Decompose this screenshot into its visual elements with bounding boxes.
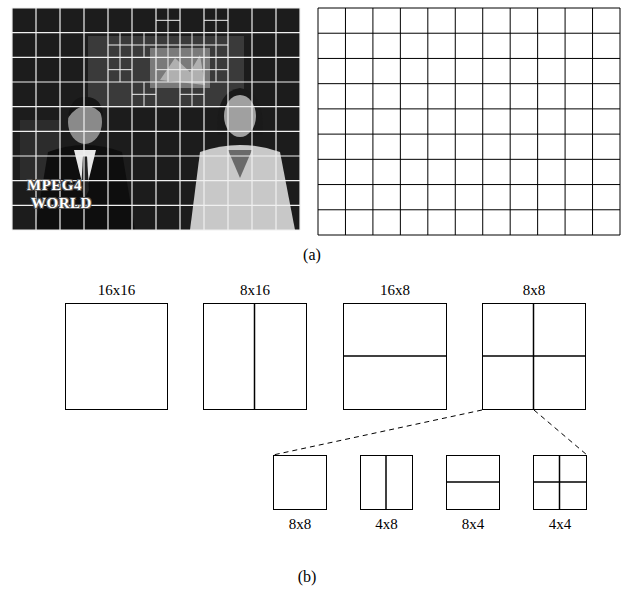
grid-line — [12, 7, 300, 8]
split-lines — [483, 304, 585, 409]
grid-line — [204, 69, 228, 70]
grid-line — [318, 184, 620, 185]
block-size-label: 8x8 — [483, 282, 585, 299]
grid-line — [203, 8, 204, 230]
grid-line — [204, 20, 228, 21]
man-tie — [81, 156, 89, 198]
split-line — [344, 355, 446, 357]
grid-line — [318, 8, 319, 235]
grid-line — [620, 8, 621, 235]
split-line — [447, 481, 499, 483]
man-hair — [68, 97, 103, 118]
grid-line — [318, 235, 620, 236]
grid-line — [131, 8, 132, 230]
grid-line — [275, 8, 276, 230]
block-size-label: 8x4 — [447, 516, 499, 533]
grid-line — [12, 131, 300, 132]
grid-line — [156, 45, 180, 46]
grid-line — [108, 69, 132, 70]
grid-line — [565, 8, 566, 235]
caption-overlay-text: WORLD — [31, 195, 92, 212]
caption-overlay-text: MPEG4 — [27, 177, 82, 194]
block-size-label: 16x8 — [344, 282, 446, 299]
grid-line — [400, 8, 401, 235]
grid-line — [251, 8, 252, 230]
split-lines — [447, 456, 499, 509]
partition-block: 16x8 — [343, 303, 447, 410]
grid-line — [318, 108, 620, 109]
photo-grid — [12, 8, 300, 230]
grid-line — [318, 8, 620, 9]
grid-line — [156, 69, 180, 70]
grid-line — [318, 58, 620, 59]
partition-block: 4x4 — [533, 455, 587, 510]
grid-line — [482, 8, 483, 235]
subfigure-label: (a) — [303, 246, 321, 264]
grid-line — [132, 45, 156, 46]
grid-line — [427, 8, 428, 235]
grid-line — [455, 8, 456, 235]
woman-neck — [228, 150, 252, 178]
split-lines — [534, 456, 586, 509]
grid-line — [180, 94, 204, 95]
grid-line — [12, 57, 300, 58]
grid-line — [180, 69, 204, 70]
split-lines — [66, 304, 167, 409]
grid-line — [204, 45, 228, 46]
grid-line — [318, 159, 620, 160]
woman-head — [224, 95, 256, 137]
grid-line — [318, 83, 620, 84]
monitor — [88, 36, 244, 108]
grid-line — [156, 20, 180, 21]
grid-line — [12, 229, 300, 230]
grid-line — [12, 106, 300, 107]
grid-line — [12, 155, 300, 156]
split-line — [385, 456, 387, 509]
grid-line — [318, 134, 620, 135]
dashed-leader — [534, 410, 587, 455]
grid-line — [537, 8, 538, 235]
grid-line — [179, 8, 180, 230]
plain-grid — [318, 8, 620, 235]
split-line — [483, 355, 585, 357]
dashed-leader — [273, 410, 482, 455]
grid-line — [180, 45, 204, 46]
partition-block: 8x4 — [446, 455, 500, 510]
split-lines — [274, 456, 326, 509]
block-size-label: 8x16 — [204, 282, 306, 299]
split-line — [534, 481, 586, 483]
block-size-label: 4x4 — [534, 516, 586, 533]
grid-line — [107, 8, 108, 230]
grid-line — [227, 8, 228, 230]
block-size-label: 8x8 — [274, 516, 326, 533]
grid-line — [318, 33, 620, 34]
grid-line — [510, 8, 511, 235]
grid-line — [108, 45, 132, 46]
grid-line — [11, 8, 12, 230]
partition-block: 4x8 — [360, 455, 413, 510]
photo-ground — [12, 8, 300, 230]
partition-block: 8x8 — [482, 303, 586, 410]
grid-line — [12, 81, 300, 82]
split-lines — [204, 304, 306, 409]
split-lines — [361, 456, 412, 509]
grid-line — [592, 8, 593, 235]
grid-line — [318, 209, 620, 210]
grid-line — [372, 8, 373, 235]
grid-line — [345, 8, 346, 235]
grid-line — [299, 8, 300, 230]
partition-block: 8x8 — [273, 455, 327, 510]
block-size-label: 4x8 — [361, 516, 412, 533]
grid-line — [12, 32, 300, 33]
grid-line — [132, 94, 156, 95]
woman-jacket — [190, 145, 295, 230]
partition-block: 16x16 — [65, 303, 168, 410]
split-lines — [344, 304, 446, 409]
grid-line — [155, 8, 156, 230]
split-line — [254, 304, 256, 409]
block-size-label: 16x16 — [66, 282, 167, 299]
subfigure-label: (b) — [298, 568, 317, 586]
partition-block: 8x16 — [203, 303, 307, 410]
